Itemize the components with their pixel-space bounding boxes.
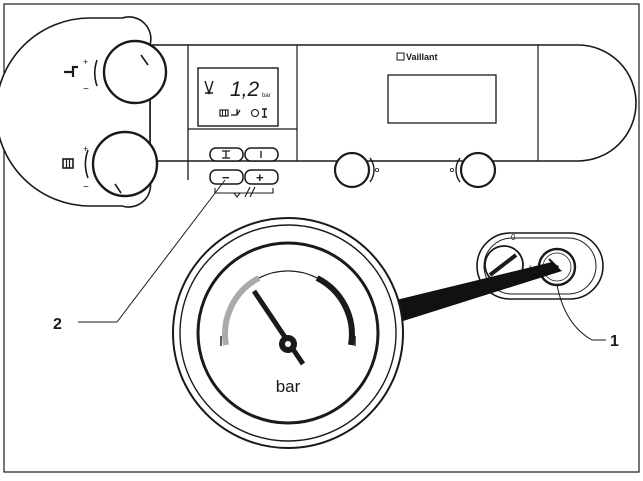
minus-button-label: − [222, 170, 230, 185]
button-panel: − + [188, 128, 297, 198]
callout-label-2: 2 [53, 316, 62, 333]
hot-water-knob[interactable] [94, 39, 168, 105]
mode-button[interactable] [244, 147, 279, 162]
tap-icon: + − [64, 57, 89, 95]
radiator-icon: + − [62, 144, 89, 193]
clock-icon [250, 108, 267, 118]
pressure-readout: 1,2 [230, 78, 260, 101]
pressure-readout-unit: bar [262, 93, 271, 99]
plus-button[interactable]: + [244, 169, 279, 185]
status-display: 1,2 bar [197, 67, 279, 127]
info-icon [219, 109, 229, 117]
knob-pointer [114, 183, 122, 194]
heating-knob[interactable] [84, 130, 159, 198]
gauge-end-marks [220, 336, 356, 346]
callout-leader-2 [78, 179, 226, 323]
right-selector-knob[interactable] [449, 151, 497, 189]
knob-pointer [140, 54, 149, 66]
wrench-icon [231, 109, 241, 116]
gauge-needle [251, 289, 306, 366]
magnify-wedge [392, 262, 562, 322]
gauge-range-mid [258, 270, 318, 279]
combined-press-bracket [214, 186, 274, 198]
main-display-window [387, 74, 497, 124]
pressure-gauge: bar [172, 217, 404, 449]
brand-label: Vaillant [406, 52, 438, 62]
gauge-range-high [315, 275, 355, 346]
svg-text:+: + [83, 57, 88, 67]
switch-off-label: 0 [511, 233, 516, 242]
plus-button-label: + [256, 170, 264, 185]
brand-logo: Vaillant [396, 52, 438, 62]
svg-text:+: + [83, 144, 88, 154]
svg-text:−: − [83, 84, 89, 95]
gauge-range-low [222, 275, 261, 346]
left-selector-knob[interactable] [333, 151, 379, 189]
svg-text:−: − [83, 182, 89, 193]
callout-label-1: 1 [610, 333, 619, 350]
minus-button[interactable]: − [209, 169, 244, 185]
gauge-unit-label: bar [276, 377, 301, 396]
flame-icon [204, 80, 214, 96]
callout-leader-1 [556, 284, 606, 341]
info-button[interactable] [209, 147, 244, 162]
